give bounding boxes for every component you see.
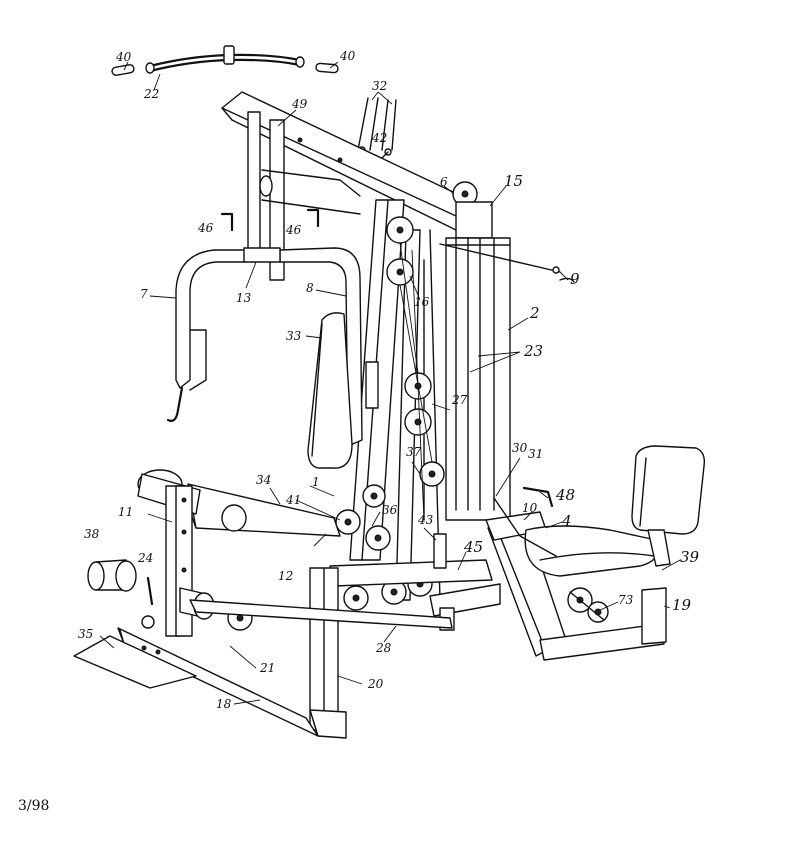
cable-to-press xyxy=(493,497,557,557)
callout-38: 38 xyxy=(84,527,100,541)
leg-press-pulley xyxy=(567,587,609,623)
callout-10: 10 xyxy=(522,501,538,515)
callout-41: 41 xyxy=(285,493,301,507)
callout-6: 6 xyxy=(440,175,448,189)
callout-22: 22 xyxy=(143,87,159,101)
leg-press-backrest xyxy=(631,445,706,567)
callout-31: 31 xyxy=(528,447,543,461)
callout-18: 18 xyxy=(216,697,232,711)
callout-30: 30 xyxy=(512,441,528,455)
callout-16: 16 xyxy=(414,295,430,309)
callout-27: 27 xyxy=(451,393,468,407)
callout-46-left: 46 xyxy=(197,221,214,235)
lat-bar xyxy=(145,45,305,74)
leg-press-frame xyxy=(485,511,667,661)
callout-11: 11 xyxy=(118,505,133,519)
callout-19: 19 xyxy=(672,596,692,614)
callout-20: 20 xyxy=(367,677,384,691)
back-pad xyxy=(307,312,379,469)
footer-code: 3/98 xyxy=(18,798,50,814)
callout-1: 1 xyxy=(312,475,320,489)
callout-9: 9 xyxy=(570,270,580,288)
callout-43: 43 xyxy=(417,513,434,527)
callout-36: 36 xyxy=(382,503,398,517)
pulley-upper-2 xyxy=(386,258,414,286)
callout-8: 8 xyxy=(306,281,314,295)
callout-32: 32 xyxy=(372,79,387,93)
leg-press-seat xyxy=(524,525,659,577)
weight-stack-frame xyxy=(439,201,575,521)
base-frame xyxy=(117,599,453,737)
hook-48 xyxy=(522,486,554,508)
callout-28: 28 xyxy=(375,641,392,655)
knob xyxy=(141,615,155,629)
callout-46-right: 46 xyxy=(285,223,302,237)
foot-plate xyxy=(73,635,197,689)
front-upright xyxy=(309,567,347,739)
callout-73: 73 xyxy=(618,593,634,607)
callout-21: 21 xyxy=(259,661,275,675)
callout-35: 35 xyxy=(78,627,93,641)
press-arm-left xyxy=(166,249,247,422)
callout-42: 42 xyxy=(371,131,387,145)
foot-roller-spare xyxy=(87,559,137,592)
callout-48: 48 xyxy=(555,486,575,504)
pin-46-right xyxy=(306,208,320,228)
pin-46-left xyxy=(220,212,234,232)
callouts: 40 40 22 49 32 42 6 15 46 46 7 13 8 16 9… xyxy=(78,49,700,711)
callout-13: 13 xyxy=(236,291,252,305)
callout-23: 23 xyxy=(523,342,543,360)
callout-24: 24 xyxy=(137,551,153,565)
callout-7: 7 xyxy=(140,287,148,301)
callout-34: 34 xyxy=(256,473,271,487)
pin-24 xyxy=(146,576,154,606)
callout-39: 39 xyxy=(680,548,700,566)
callout-40-left: 40 xyxy=(115,50,132,64)
cable xyxy=(399,242,433,521)
press-crossbar xyxy=(243,247,281,263)
pulley-mid-2 xyxy=(404,408,432,436)
callout-15: 15 xyxy=(504,172,523,190)
callout-12: 12 xyxy=(278,569,293,583)
callout-37: 37 xyxy=(406,445,422,459)
callout-49: 49 xyxy=(291,97,308,111)
callout-4: 4 xyxy=(561,512,572,530)
rear-posts xyxy=(247,111,361,281)
pulley-mid-3 xyxy=(419,461,445,487)
pulley-upper-1 xyxy=(386,216,414,244)
callout-33: 33 xyxy=(286,329,302,343)
lat-bar-grip-left xyxy=(111,64,135,76)
callout-40-right: 40 xyxy=(339,49,356,63)
callout-45: 45 xyxy=(463,538,483,556)
leader-lines xyxy=(99,61,681,705)
callout-2: 2 xyxy=(529,304,540,322)
